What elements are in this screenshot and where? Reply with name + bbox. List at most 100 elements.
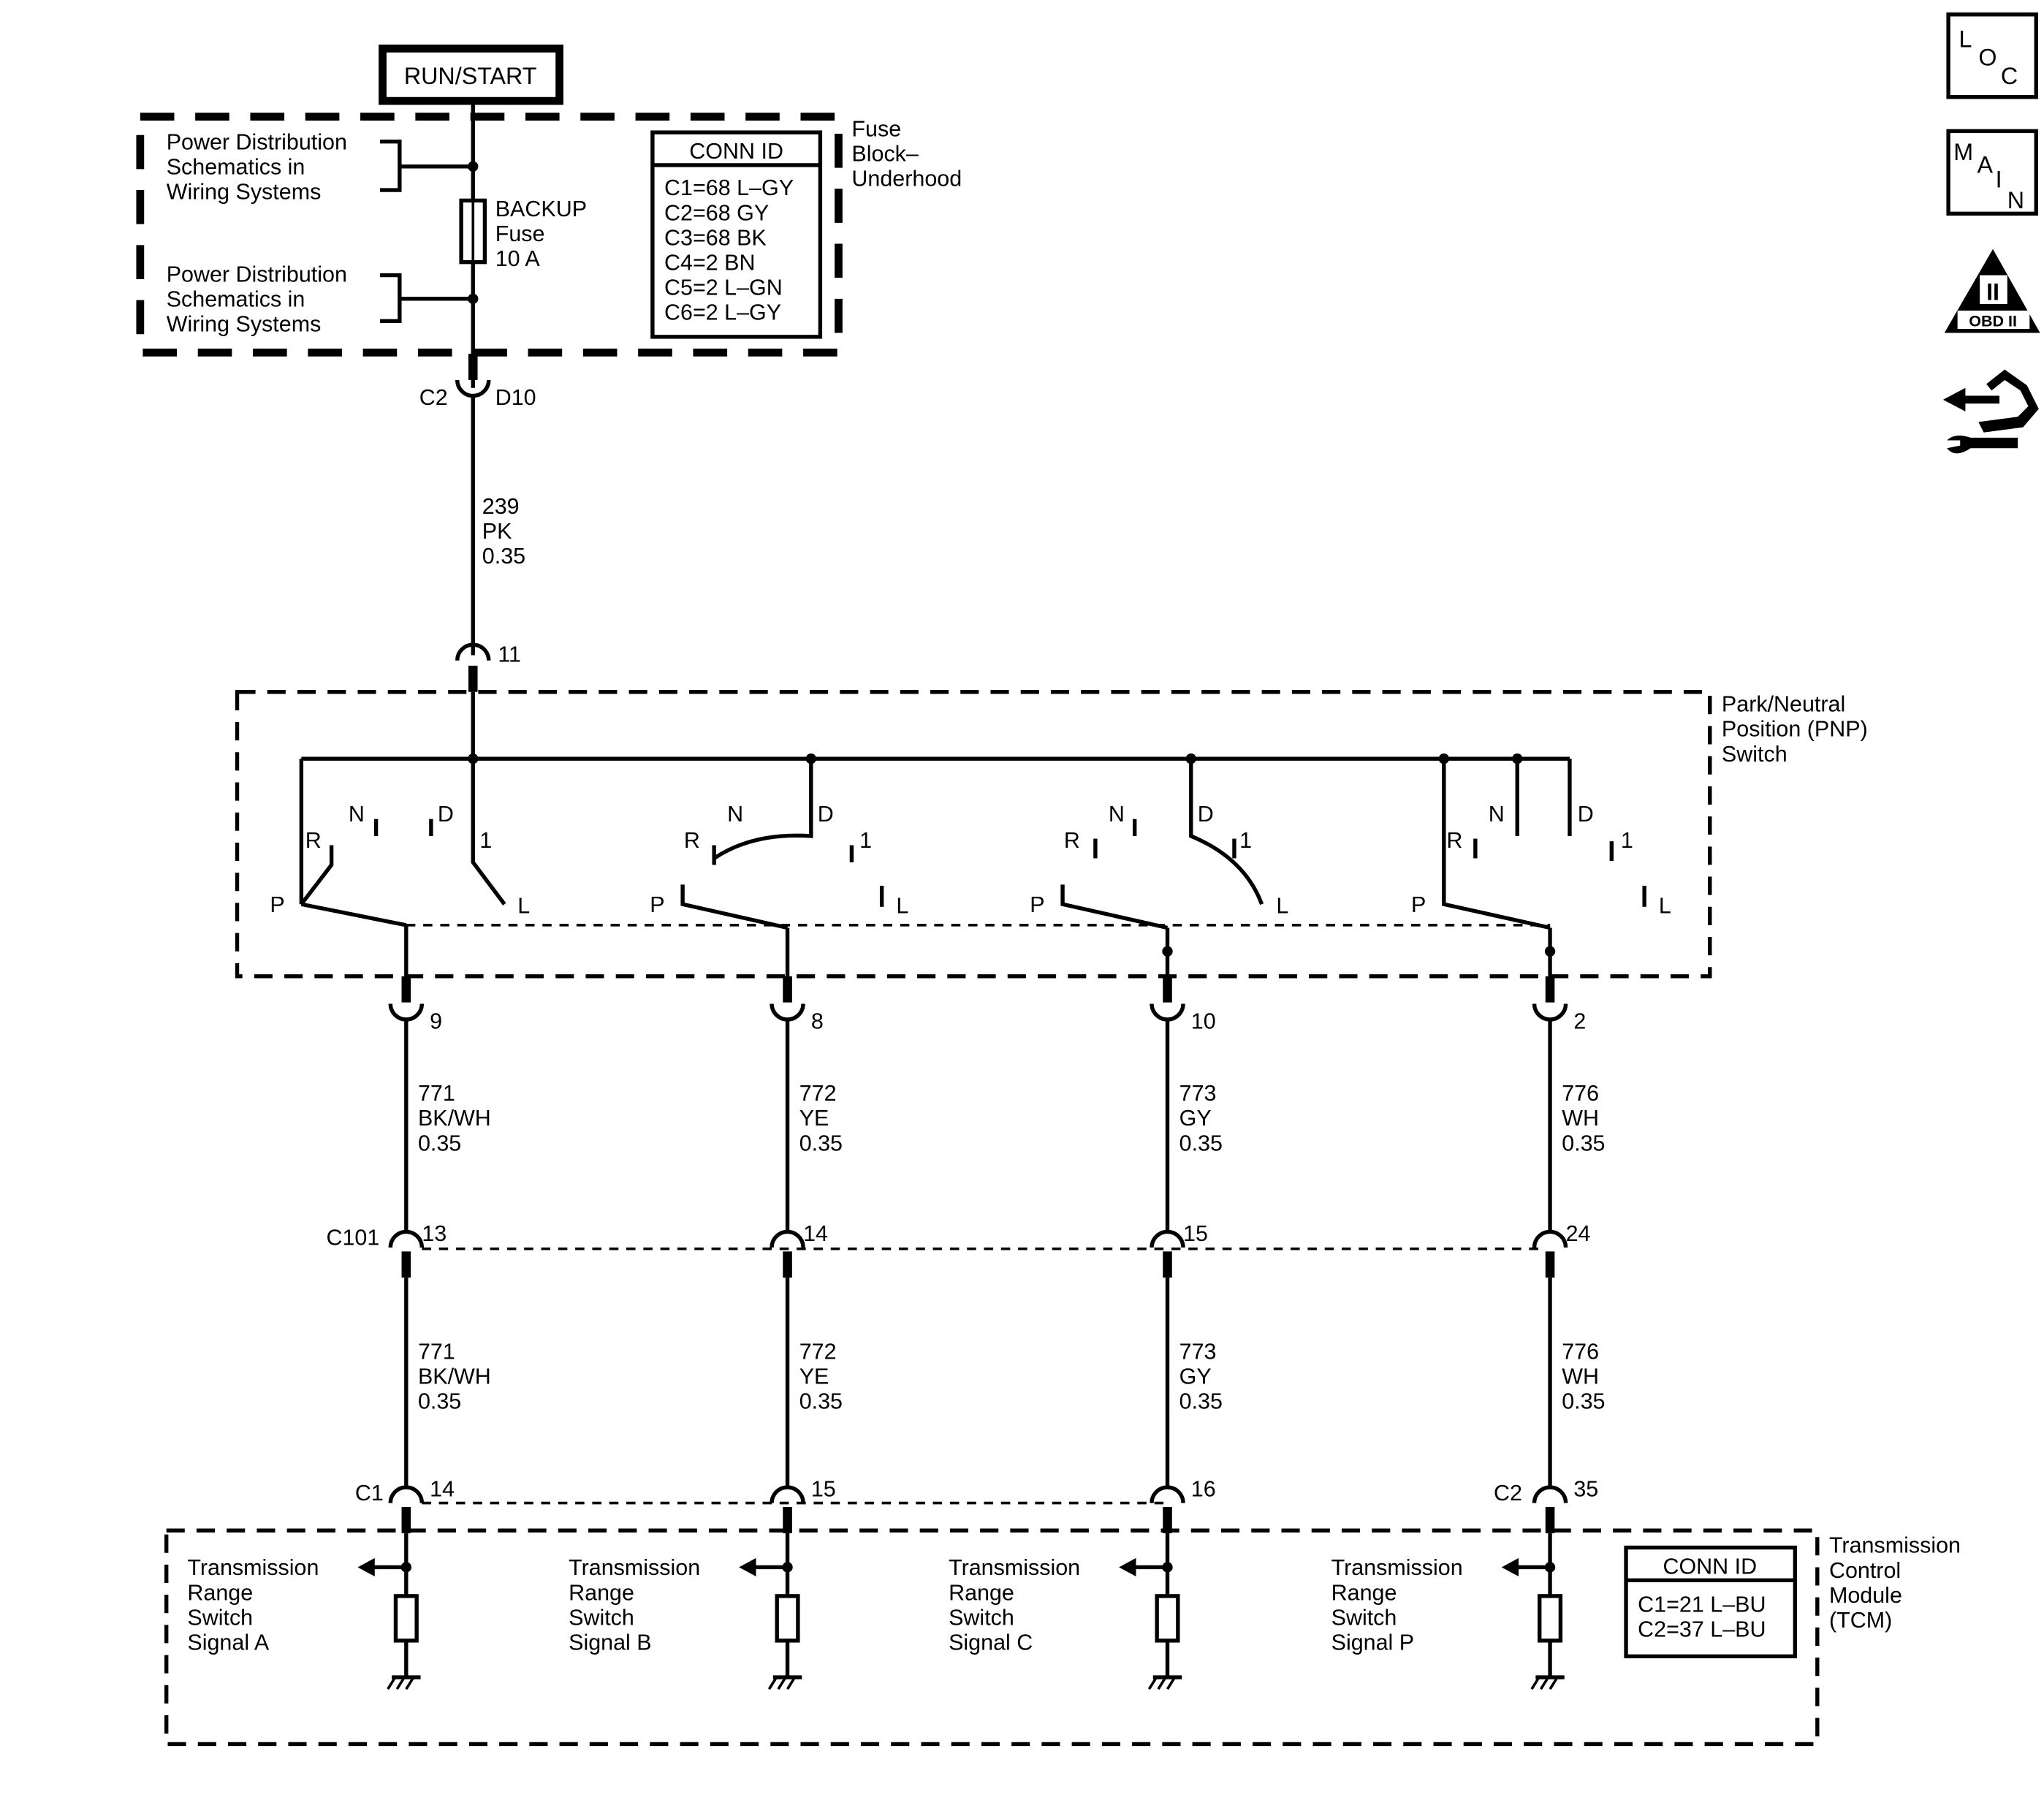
svg-text:D10: D10 — [495, 385, 536, 410]
pnp-bus — [301, 691, 1570, 764]
c101-pin-cup — [1532, 1229, 1568, 1248]
signal-columns: 9771BK/WH0.3513771BK/WH0.3514Transmissio… — [187, 976, 1606, 1690]
loc-icon[interactable]: L O C — [1946, 12, 2038, 99]
pnp-output-pin-cup — [770, 1003, 805, 1022]
svg-text:L: L — [1958, 26, 1972, 53]
svg-text:P: P — [1030, 892, 1044, 917]
lower-wire-label: 0.35 — [799, 1389, 843, 1413]
tcm-label: Transmission Control Module (TCM) — [1829, 1533, 1961, 1633]
svg-text:1: 1 — [1621, 828, 1633, 853]
ground-icon — [1147, 1675, 1182, 1690]
svg-text:C5=2 L–GN: C5=2 L–GN — [664, 275, 783, 300]
upper-wire-label: 773 — [1179, 1081, 1217, 1106]
svg-text:Power Distribution: Power Distribution — [167, 129, 347, 154]
pnp-output-pin-number: 9 — [430, 1009, 442, 1034]
svg-text:239: 239 — [482, 494, 520, 519]
pull-down-resistor — [1538, 1594, 1563, 1643]
signal-label: Signal P — [1331, 1630, 1414, 1655]
pnp-section-a — [299, 759, 506, 927]
c101-pin-cup — [770, 1229, 805, 1248]
tcm-box — [164, 1528, 1820, 1747]
signal-arrow-head — [357, 1557, 375, 1576]
pnp-section-a-labels: P R N D 1 L — [270, 802, 530, 919]
tcm-pin-cup — [388, 1485, 425, 1503]
pull-down-resistor — [775, 1594, 800, 1643]
tcm-pin-cup — [1532, 1485, 1568, 1503]
svg-text:N: N — [2007, 187, 2024, 213]
svg-text:C6=2 L–GY: C6=2 L–GY — [664, 300, 781, 325]
svg-text:C1=21 L–BU: C1=21 L–BU — [1638, 1592, 1766, 1617]
svg-text:BACKUP: BACKUP — [495, 197, 587, 221]
svg-text:Power Distribution: Power Distribution — [167, 262, 347, 287]
svg-text:0.35: 0.35 — [482, 544, 525, 569]
svg-text:L: L — [896, 894, 908, 919]
c101-pin-number: 15 — [1183, 1221, 1208, 1246]
ground-icon — [767, 1675, 802, 1690]
svg-text:I: I — [1996, 166, 2002, 192]
component-view-icon[interactable] — [1942, 369, 2039, 454]
lower-wire-label: 773 — [1179, 1339, 1217, 1364]
pnp-output-pin-cup — [1532, 1003, 1568, 1022]
svg-text:Underhood: Underhood — [851, 167, 962, 191]
svg-text:Control: Control — [1829, 1558, 1901, 1583]
svg-text:1: 1 — [859, 828, 872, 853]
svg-text:D: D — [818, 802, 834, 827]
svg-text:L: L — [1276, 894, 1288, 919]
svg-text:C1=68 L–GY: C1=68 L–GY — [664, 175, 794, 200]
signal-label: Signal C — [949, 1630, 1033, 1655]
pnp-section-c — [1060, 759, 1264, 930]
pnp-section-b-labels: P R N D 1 L — [650, 802, 908, 919]
wire-239-label: 239 PK 0.35 — [482, 494, 525, 569]
c101-pin-cup — [1150, 1229, 1185, 1248]
signal-label: Switch — [949, 1605, 1014, 1630]
lower-wire-label: 0.35 — [418, 1389, 461, 1413]
signal-label: Range — [187, 1580, 253, 1605]
run-start-box: RUN/START — [379, 45, 563, 105]
signal-label: Transmission — [187, 1555, 319, 1580]
tcm-c2-label: C2 — [1494, 1481, 1522, 1506]
signal-label: Signal A — [187, 1630, 269, 1655]
signal-label: Switch — [187, 1605, 253, 1630]
upper-wire-label: 771 — [418, 1081, 455, 1106]
pnp-section-d-labels: P R N D 1 L — [1411, 802, 1671, 919]
pnp-switch-label: Park/Neutral Position (PNP) Switch — [1722, 692, 1868, 767]
fuse-block-conn-id-table: CONN ID C1=68 L–GY C2=68 GY C3=68 BK C4=… — [650, 130, 823, 339]
main-icon[interactable]: M A I N — [1946, 129, 2038, 216]
lower-wire-label: YE — [799, 1364, 829, 1389]
svg-text:Position (PNP): Position (PNP) — [1722, 717, 1868, 742]
ground-icon — [387, 1675, 421, 1690]
svg-text:PK: PK — [482, 519, 512, 544]
svg-text:Schematics in: Schematics in — [167, 287, 305, 312]
svg-text:Wiring Systems: Wiring Systems — [167, 180, 322, 205]
upper-wire-label: 0.35 — [799, 1131, 843, 1155]
pull-down-resistor — [1155, 1594, 1180, 1643]
svg-text:(TCM): (TCM) — [1829, 1608, 1892, 1633]
svg-text:10 A: 10 A — [495, 246, 541, 271]
svg-text:R: R — [684, 828, 700, 853]
lower-wire-label: WH — [1562, 1364, 1599, 1389]
svg-text:1: 1 — [1239, 828, 1252, 853]
svg-text:N: N — [1489, 802, 1505, 827]
svg-text:Module: Module — [1829, 1583, 1902, 1608]
svg-text:N: N — [349, 802, 365, 827]
svg-text:L: L — [1659, 894, 1671, 919]
signal-column-3: 10773GY0.3515773GY0.3516TransmissionRang… — [949, 976, 1223, 1690]
signal-label: Range — [569, 1580, 634, 1605]
svg-text:Fuse: Fuse — [851, 117, 901, 142]
tcm-node — [782, 1562, 793, 1573]
obd-ii-icon[interactable]: II OBD II — [1944, 248, 2040, 333]
svg-text:D: D — [438, 802, 454, 827]
tcm-pin-number: 16 — [1191, 1477, 1216, 1502]
pnp-section-b — [680, 759, 884, 930]
svg-text:1: 1 — [479, 828, 492, 853]
c101-pin-number: 24 — [1566, 1221, 1591, 1246]
signal-label: Range — [949, 1580, 1014, 1605]
svg-text:P: P — [270, 892, 284, 917]
svg-text:L: L — [517, 894, 530, 919]
fuse-block-label: Fuse Block– Underhood — [851, 117, 962, 191]
upper-wire-label: BK/WH — [418, 1106, 491, 1131]
upper-wire-label: 0.35 — [418, 1131, 461, 1155]
run-start-label: RUN/START — [404, 63, 537, 89]
svg-text:CONN ID: CONN ID — [689, 139, 783, 164]
upper-wire-label: YE — [799, 1106, 829, 1131]
